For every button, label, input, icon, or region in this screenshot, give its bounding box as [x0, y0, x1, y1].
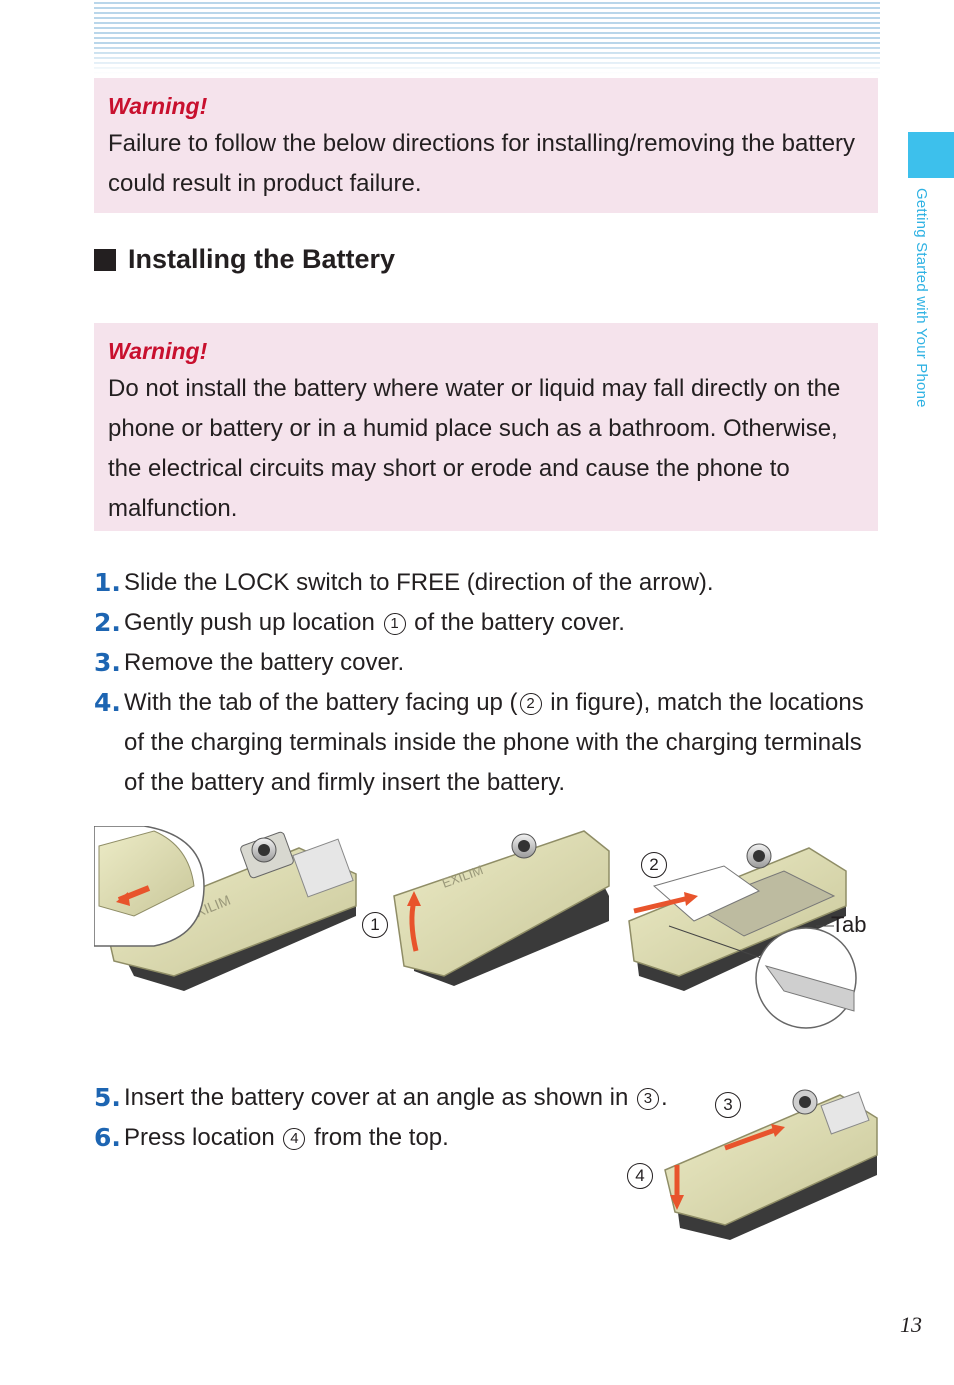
chapter-side-label: Getting Started with Your Phone: [913, 188, 930, 408]
phone-illustration-battery-insert: [628, 843, 857, 1029]
step-text: Remove the battery cover.: [124, 649, 405, 676]
location-marker-4: 4: [627, 1163, 653, 1189]
location-marker: 2: [519, 693, 542, 715]
arrow-icon: [633, 895, 690, 914]
location-marker: 4: [283, 1128, 306, 1150]
step-text: Gently push up location 1 of the battery…: [124, 603, 884, 643]
warning-title: Warning!: [108, 93, 208, 119]
header-decoration-band: [94, 2, 880, 74]
step-number: 6.: [94, 1123, 121, 1152]
step-item: 1. Slide the LOCK switch to FREE (direct…: [94, 563, 884, 603]
step-number: 4.: [94, 688, 121, 717]
square-bullet-icon: [94, 248, 116, 271]
section-heading-text: Installing the Battery: [128, 244, 396, 274]
phone-illustration-lock: EXILIM: [94, 826, 357, 991]
warning-box-install: Warning! Do not install the battery wher…: [94, 323, 878, 531]
step-text-part: from the top.: [314, 1124, 449, 1151]
step-item: 3. Remove the battery cover.: [94, 643, 884, 683]
step-item: 6. Press location 4 from the top.: [94, 1118, 674, 1158]
step-number: 5.: [94, 1083, 121, 1112]
location-marker-1: 1: [362, 912, 388, 938]
step-number: 3.: [94, 648, 121, 677]
step-text-part: Press location: [124, 1124, 275, 1151]
steps-list-bottom: 5. Insert the battery cover at an angle …: [94, 1078, 674, 1158]
step-text-part: With the tab of the battery facing up (: [124, 689, 518, 716]
location-marker-2: 2: [641, 852, 667, 878]
steps-list-top: 1. Slide the LOCK switch to FREE (direct…: [94, 563, 884, 803]
warning-text: Failure to follow the below directions f…: [108, 130, 856, 197]
chapter-tab-marker: [908, 132, 954, 178]
warning-text: Do not install the battery where water o…: [108, 375, 841, 522]
location-marker-3: 3: [715, 1092, 741, 1118]
page-number: 13: [900, 1312, 922, 1337]
step-text-part: in figure), match the locations of the c…: [124, 689, 864, 796]
step-text-part: Insert the battery cover at an angle as …: [124, 1084, 629, 1111]
arrow-icon: [724, 1127, 776, 1151]
step-text-part: of the battery cover.: [414, 609, 625, 636]
step-text: Slide the LOCK switch to FREE (direction…: [124, 569, 714, 596]
location-marker: 1: [383, 613, 406, 635]
step-number: 2.: [94, 608, 121, 637]
step-item: 4. With the tab of the battery facing up…: [94, 683, 884, 803]
step-item: 2. Gently push up location 1 of the batt…: [94, 603, 884, 643]
phone-illustration-cover-lift: EXILIM: [393, 830, 610, 986]
step-text: With the tab of the battery facing up (2…: [124, 683, 884, 803]
step-text-part: .: [660, 1084, 668, 1111]
tab-label: Tab: [831, 912, 867, 937]
cover-reinsert-figure: [664, 1089, 878, 1240]
step-text-part: Gently push up location: [124, 609, 375, 636]
section-heading: Installing the Battery: [94, 244, 395, 275]
warning-title: Warning!: [108, 338, 208, 364]
step-item: 5. Insert the battery cover at an angle …: [94, 1078, 674, 1118]
battery-install-figures: EXILIM EXILIM: [94, 826, 857, 1029]
warning-box-general: Warning! Failure to follow the below dir…: [94, 78, 878, 213]
location-marker: 3: [636, 1088, 659, 1110]
step-text: Press location 4 from the top.: [124, 1118, 674, 1158]
step-number: 1.: [94, 568, 121, 597]
step-text: Insert the battery cover at an angle as …: [124, 1078, 674, 1118]
